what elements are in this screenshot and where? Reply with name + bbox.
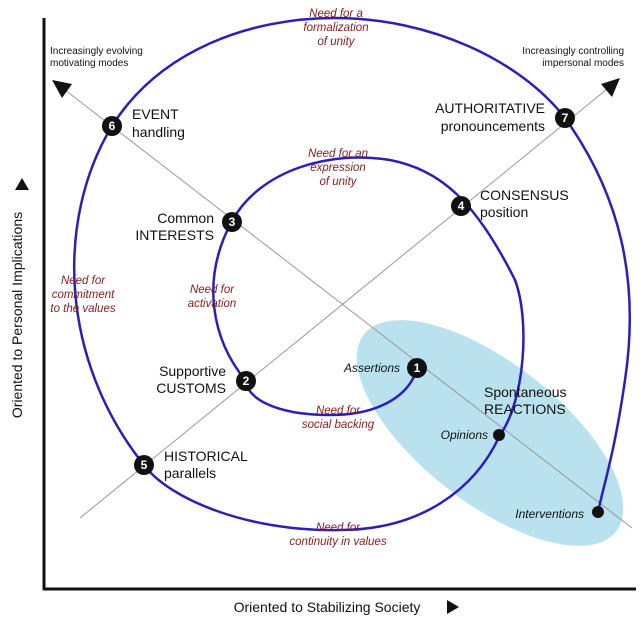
spontaneous-reactions-ellipse	[356, 320, 624, 546]
svg-text:5: 5	[141, 458, 148, 472]
need-social-1: Need for	[316, 405, 361, 417]
need-formalization-3: of unity	[317, 36, 355, 48]
label-handling: handling	[132, 124, 185, 140]
label-common: Common	[157, 210, 214, 226]
x-axis-label: Oriented to Stabilizing Society	[234, 599, 421, 615]
svg-text:1: 1	[414, 361, 421, 375]
need-continuity-2: continuity in values	[289, 536, 386, 548]
svg-text:2: 2	[243, 374, 250, 388]
label-historical: HISTORICAL	[164, 448, 248, 464]
need-formalization-1: Need for a	[309, 8, 363, 20]
svg-text:7: 7	[562, 111, 569, 125]
x-axis-arrow-icon	[447, 600, 459, 614]
label-opinions: Opinions	[441, 428, 488, 442]
label-assertions: Assertions	[343, 361, 400, 375]
label-reactions: REACTIONS	[484, 401, 566, 417]
y-axis-arrow-icon	[15, 178, 29, 190]
label-interventions: Interventions	[515, 507, 584, 521]
need-expression-3: of unity	[319, 176, 357, 188]
label-consensus: CONSENSUS	[480, 187, 569, 203]
need-commitment-2: commitment	[52, 289, 115, 301]
svg-text:4: 4	[458, 199, 465, 213]
need-commitment-1: Need for	[61, 275, 106, 287]
need-activation-1: Need for	[190, 284, 235, 296]
label-position: position	[480, 204, 528, 220]
node-6: 6	[102, 116, 122, 136]
label-interests: INTERESTS	[135, 227, 214, 243]
label-customs: CUSTOMS	[156, 380, 226, 396]
need-continuity-1: Need for	[316, 522, 361, 534]
interventions-point	[592, 506, 604, 518]
label-pronouncements: pronouncements	[441, 118, 545, 134]
label-authoritative: AUTHORITATIVE	[435, 100, 545, 116]
svg-text:3: 3	[229, 215, 236, 229]
node-1: 1	[407, 358, 427, 378]
need-expression-2: expression	[310, 162, 366, 174]
evolving-caption-2: motivating modes	[50, 58, 128, 69]
node-4: 4	[451, 196, 471, 216]
node-7: 7	[555, 108, 575, 128]
label-parallels: parallels	[164, 465, 216, 481]
arrow-controlling	[601, 78, 620, 97]
spiral-path	[73, 16, 632, 532]
y-axis-label: Oriented to Personal Implications	[9, 212, 25, 418]
need-activation-2: activation	[188, 298, 237, 310]
need-formalization-2: formalization	[303, 22, 368, 34]
need-social-2: social backing	[302, 419, 375, 431]
label-spontaneous: Spontaneous	[484, 384, 567, 400]
node-2: 2	[236, 371, 256, 391]
label-event: EVENT	[132, 106, 179, 122]
diagonal-evolving	[64, 89, 633, 529]
svg-text:6: 6	[109, 119, 116, 133]
arrow-evolving	[52, 80, 72, 98]
controlling-caption-1: Increasingly controlling	[522, 46, 624, 57]
need-commitment-3: to the values	[50, 303, 115, 315]
controlling-caption-2: impersonal modes	[542, 58, 624, 69]
evolving-caption-1: Increasingly evolving	[50, 46, 143, 57]
need-expression-1: Need for an	[308, 148, 368, 160]
diagonal-controlling	[79, 84, 613, 519]
label-supportive: Supportive	[159, 363, 226, 379]
node-3: 3	[222, 212, 242, 232]
node-5: 5	[134, 455, 154, 475]
opinions-point	[493, 429, 505, 441]
